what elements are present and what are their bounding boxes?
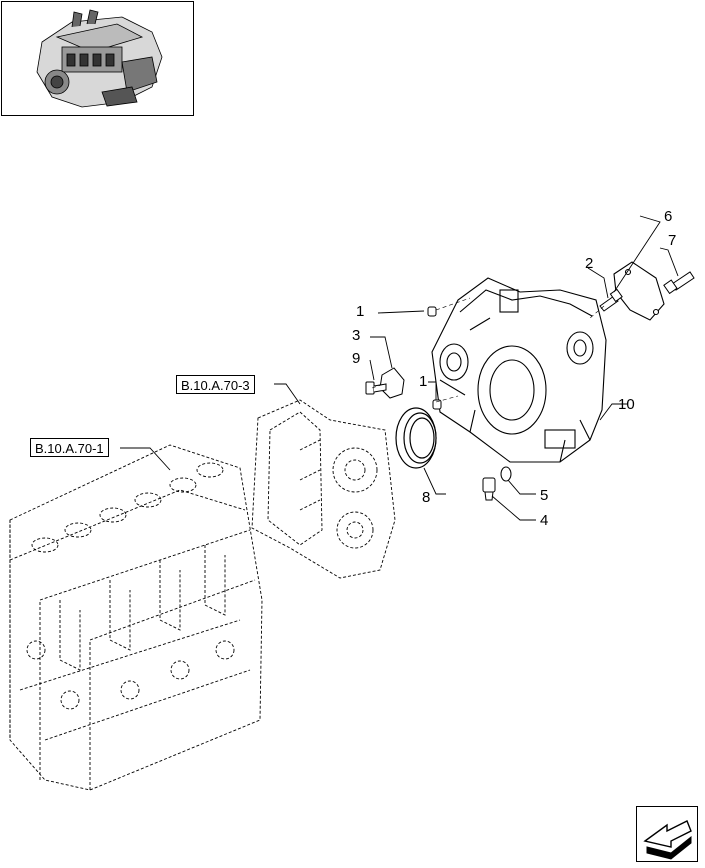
callout-3: 3 [352, 327, 361, 344]
callout-6: 6 [664, 208, 673, 225]
cover-plate [613, 261, 665, 321]
flywheel-housing [431, 277, 607, 463]
oil-seal-8 [395, 407, 437, 469]
timing-housing [251, 399, 396, 579]
screw-9 [365, 381, 387, 395]
callout-1-mid: 1 [419, 373, 428, 390]
callout-5: 5 [540, 487, 549, 504]
callout-4: 4 [540, 512, 549, 529]
bolt-7 [663, 271, 695, 295]
callout-9: 9 [352, 350, 361, 367]
leader-lines [120, 215, 679, 521]
callout-1-top: 1 [356, 303, 365, 320]
bolt-2 [599, 288, 623, 312]
washer-5 [500, 466, 512, 482]
reference-box-b10a70-3[interactable]: B.10.A.70-3 [176, 375, 255, 394]
callout-2: 2 [585, 255, 594, 272]
gasket-3 [379, 367, 405, 399]
next-page-arrow-icon [643, 820, 692, 860]
engine-thumbnail-icon [36, 9, 163, 108]
callout-8: 8 [422, 489, 431, 506]
reference-box-b10a70-1[interactable]: B.10.A.70-1 [30, 438, 109, 457]
callout-7: 7 [668, 232, 677, 249]
next-page-button[interactable] [636, 806, 698, 862]
callout-10: 10 [618, 396, 635, 413]
plug-1-top [427, 306, 437, 317]
engine-thumbnail [1, 1, 194, 116]
plug-1-mid [432, 399, 442, 410]
drain-plug-4 [482, 477, 496, 501]
engine-block [9, 444, 263, 791]
